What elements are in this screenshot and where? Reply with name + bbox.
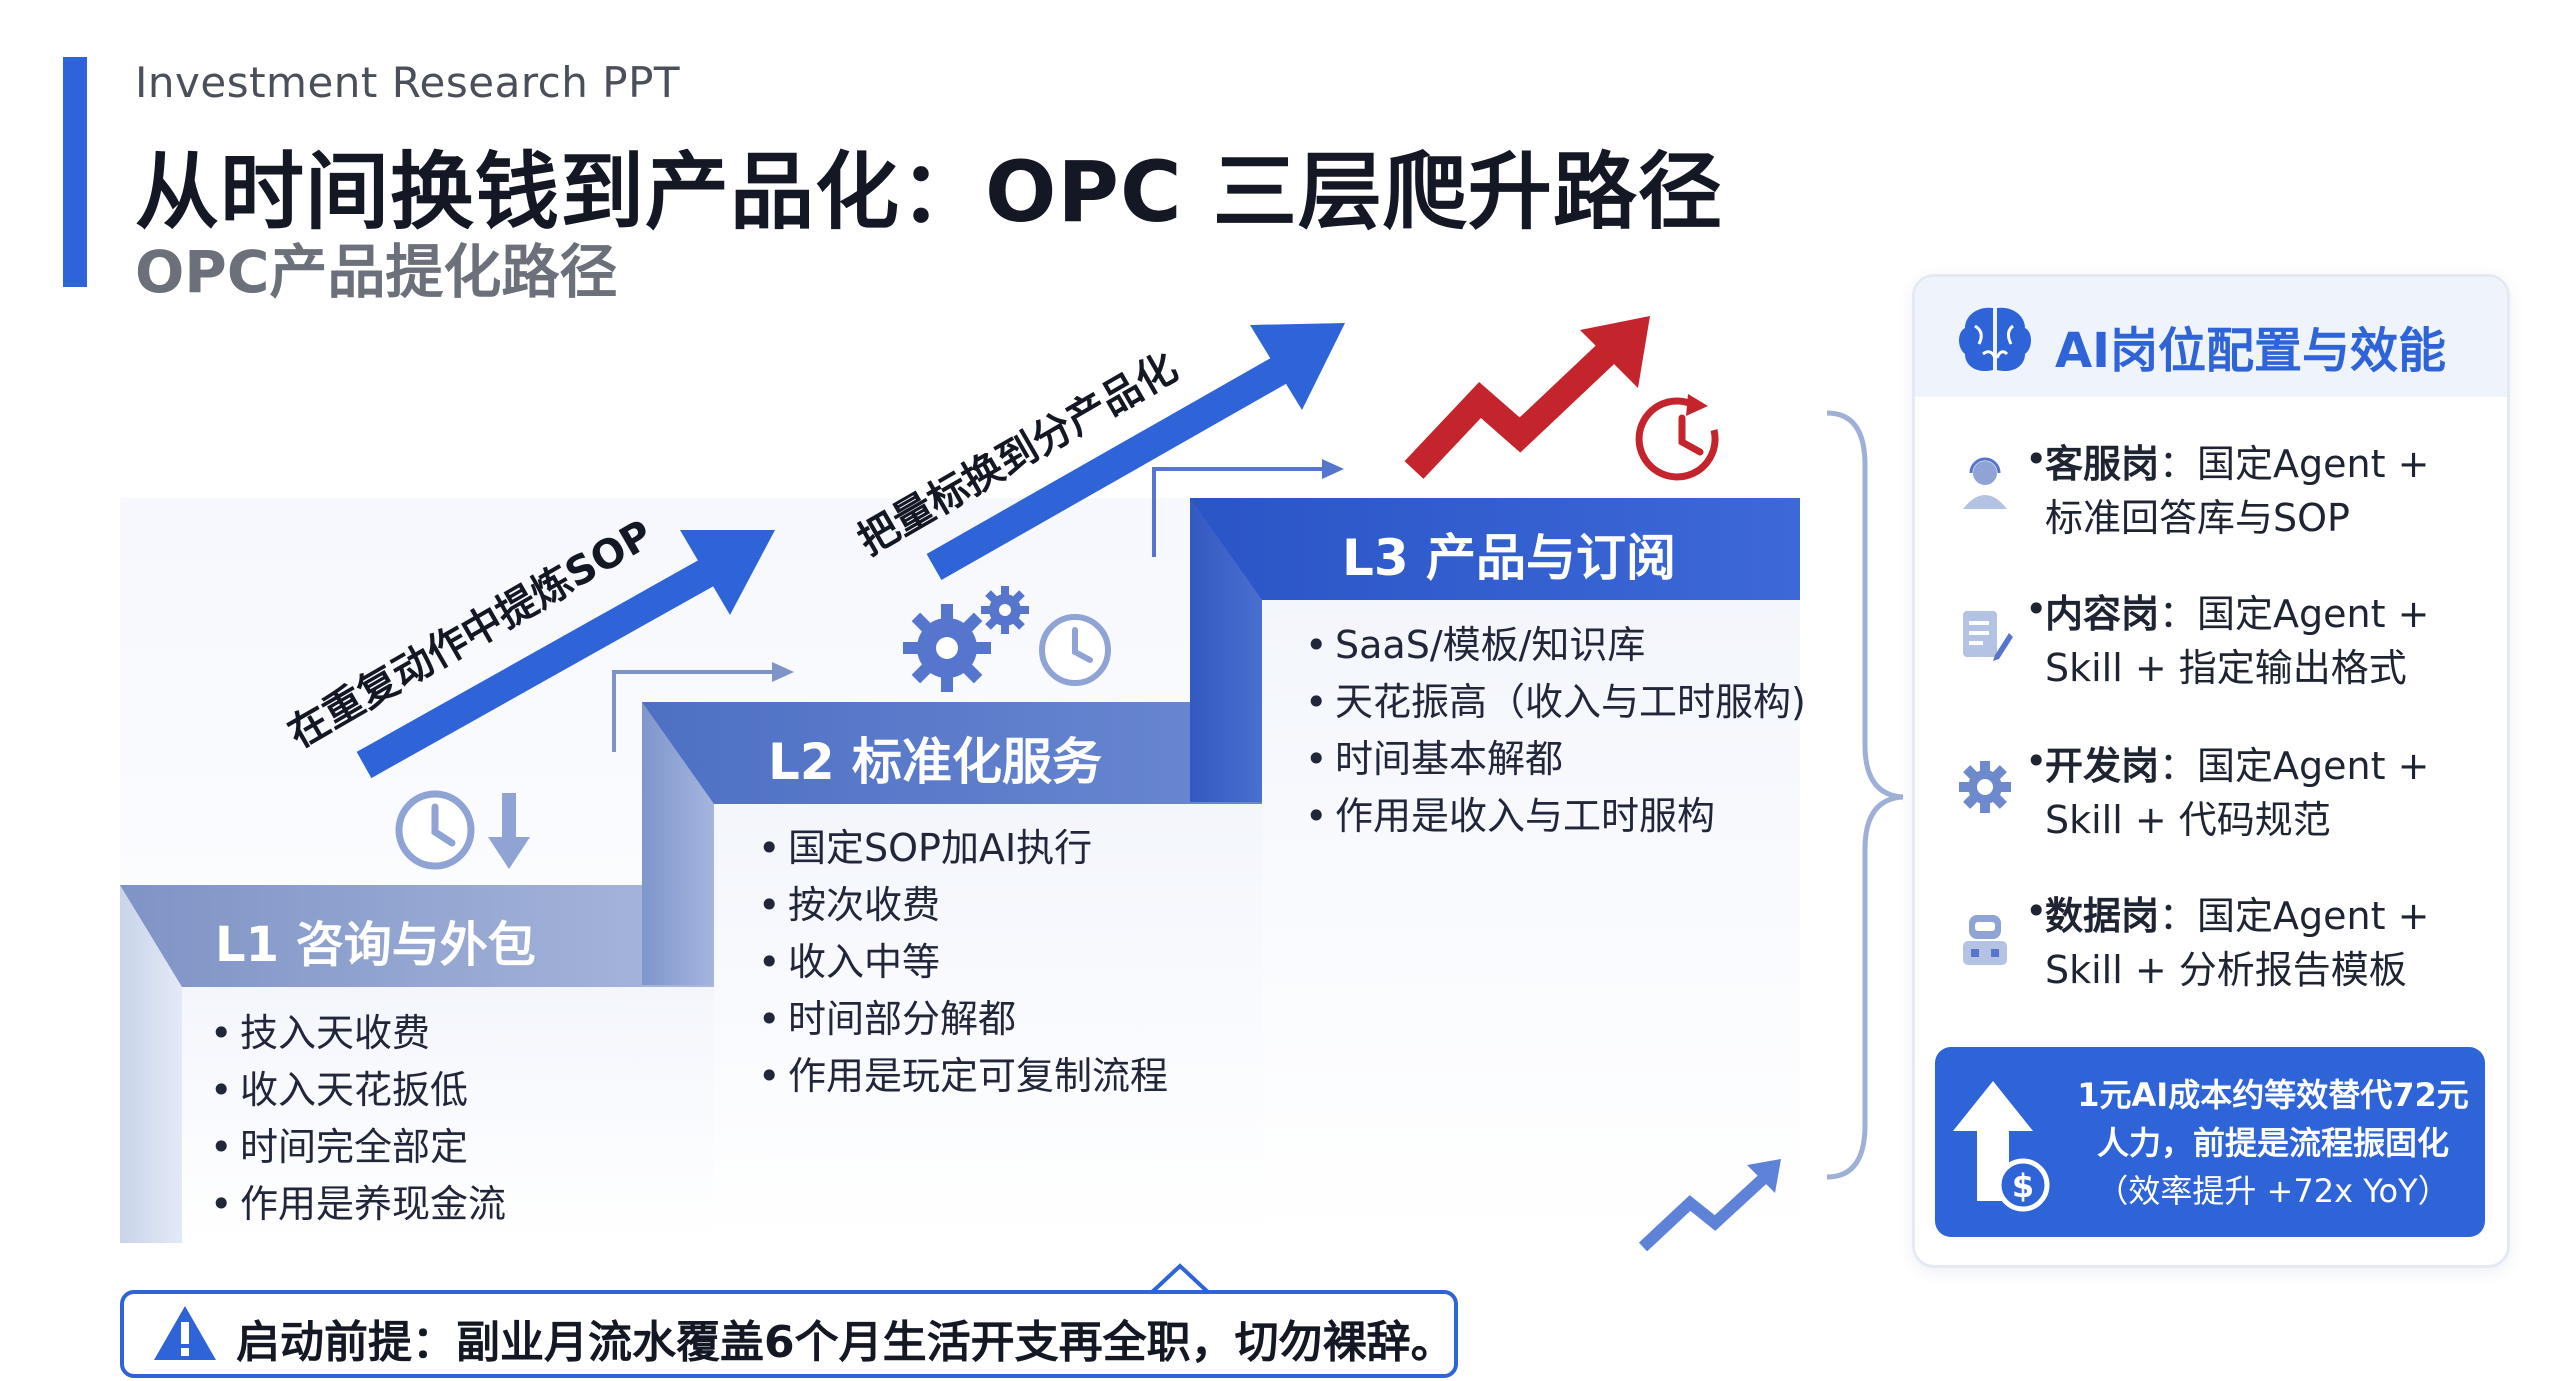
clock-refresh-icon bbox=[1635, 394, 1719, 481]
role-line2: Skill + 分析报告模板 bbox=[2045, 948, 2407, 992]
level-2-header-band bbox=[642, 702, 1262, 804]
upward-arrow-dollar-icon: $ bbox=[1953, 1081, 2050, 1212]
page-subtitle: OPC产品提化路径 bbox=[135, 238, 618, 306]
warning-icon bbox=[154, 1306, 216, 1360]
ai-roles-panel: AI岗位配置与效能 • 客服岗：国定Agent + 标准回答库与SOP • 内容… bbox=[1912, 274, 2510, 1268]
red-growth-arrow bbox=[1404, 316, 1650, 479]
role-line1: ：国定Agent + bbox=[2159, 442, 2430, 486]
big-arrow-1 bbox=[356, 530, 775, 779]
role-line2: Skill + 指定输出格式 bbox=[2045, 646, 2407, 690]
list-item: 时间基本解都 bbox=[1305, 731, 1806, 788]
role-content: 内容岗：国定Agent + Skill + 指定输出格式 bbox=[2045, 587, 2429, 695]
list-item: 时间部分解都 bbox=[758, 991, 1168, 1048]
list-item: 时间完全部定 bbox=[210, 1119, 506, 1176]
list-item: 收入天花扳低 bbox=[210, 1062, 506, 1119]
cost-line-1: 1元AI成本约等效替代72元 bbox=[2077, 1076, 2469, 1114]
level-3-header-band bbox=[1190, 498, 1800, 600]
list-item: 作用是养现金流 bbox=[210, 1176, 506, 1233]
document-pen-icon bbox=[1963, 611, 2013, 661]
connector-arrow-l2 bbox=[612, 662, 794, 752]
page-title: 从时间换钱到产品化：OPC 三层爬升路径 bbox=[135, 143, 1723, 241]
role-bullet: • bbox=[2025, 587, 2048, 631]
level-2-title: L2 标准化服务 bbox=[768, 733, 1103, 791]
panel-title: AI岗位配置与效能 bbox=[2055, 323, 2447, 379]
cost-line-2: 人力，前提是流程振固化 bbox=[2096, 1124, 2449, 1162]
connector-arrow-l3 bbox=[1152, 459, 1344, 557]
big-arrow-2 bbox=[926, 323, 1345, 581]
role-customer-service: 客服岗：国定Agent + 标准回答库与SOP bbox=[2045, 437, 2429, 545]
list-item: SaaS/模板/知识库 bbox=[1305, 617, 1806, 674]
cost-line-3: （效率提升 +72x YoY） bbox=[2096, 1172, 2450, 1210]
cost-text: 1元AI成本约等效替代72元 人力，前提是流程振固化 （效率提升 +72x Yo… bbox=[2063, 1071, 2483, 1215]
gears-clock-icon bbox=[903, 586, 1111, 692]
role-line1: ：国定Agent + bbox=[2159, 592, 2430, 636]
list-item: 收入中等 bbox=[758, 934, 1168, 991]
role-line1: ：国定Agent + bbox=[2159, 894, 2430, 938]
role-bullet: • bbox=[2025, 437, 2048, 481]
role-bullet: • bbox=[2025, 739, 2048, 783]
list-item: 国定SOP加AI执行 bbox=[758, 820, 1168, 877]
role-name: 开发岗 bbox=[2045, 744, 2160, 788]
level-1-header-band bbox=[120, 885, 714, 987]
role-name: 客服岗 bbox=[2045, 442, 2160, 486]
eyebrow-text: Investment Research PPT bbox=[135, 58, 681, 107]
cost-efficiency-box: $ 1元AI成本约等效替代72元 人力，前提是流程振固化 （效率提升 +72x … bbox=[1935, 1047, 2485, 1237]
role-line1: ：国定Agent + bbox=[2159, 744, 2430, 788]
level-3-bullets: SaaS/模板/知识库 天花振高（收入与工时服构) 时间基本解都 作用是收入与工… bbox=[1305, 617, 1806, 845]
level-3-title: L3 产品与订阅 bbox=[1342, 529, 1677, 587]
svg-text:$: $ bbox=[2012, 1167, 2034, 1205]
level-1-bullets: 技入天收费 收入天花扳低 时间完全部定 作用是养现金流 bbox=[210, 1005, 506, 1233]
role-bullet: • bbox=[2025, 889, 2048, 933]
robot-icon bbox=[1963, 915, 2007, 965]
level-2-bullets: 国定SOP加AI执行 按次收费 收入中等 时间部分解都 作用是玩定可复制流程 bbox=[758, 820, 1168, 1105]
role-developer: 开发岗：国定Agent + Skill + 代码规范 bbox=[2045, 739, 2429, 847]
level-1-title: L1 咨询与外包 bbox=[215, 917, 536, 973]
brain-icon bbox=[1959, 307, 2031, 372]
warning-banner: 启动前提：副业月流水覆盖6个月生活开支再全职，切勿裸辞。 bbox=[120, 1290, 1458, 1378]
clock-down-icon bbox=[395, 790, 530, 870]
list-item: 按次收费 bbox=[758, 877, 1168, 934]
person-headset-icon bbox=[1963, 457, 2007, 509]
role-data: 数据岗：国定Agent + Skill + 分析报告模板 bbox=[2045, 889, 2429, 997]
list-item: 技入天收费 bbox=[210, 1005, 506, 1062]
warning-text: 启动前提：副业月流水覆盖6个月生活开支再全职，切勿裸辞。 bbox=[236, 1317, 1455, 1368]
role-name: 内容岗 bbox=[2045, 592, 2160, 636]
role-line2: 标准回答库与SOP bbox=[2045, 496, 2350, 540]
role-name: 数据岗 bbox=[2045, 894, 2160, 938]
list-item: 天花振高（收入与工时服构) bbox=[1305, 674, 1806, 731]
small-growth-arrow bbox=[1638, 1159, 1781, 1252]
role-line2: Skill + 代码规范 bbox=[2045, 798, 2331, 842]
gear-icon bbox=[1959, 761, 2011, 813]
list-item: 作用是收入与工时服构 bbox=[1305, 788, 1806, 845]
curly-brace bbox=[1826, 410, 1904, 1180]
list-item: 作用是玩定可复制流程 bbox=[758, 1048, 1168, 1105]
accent-bar bbox=[63, 57, 87, 287]
